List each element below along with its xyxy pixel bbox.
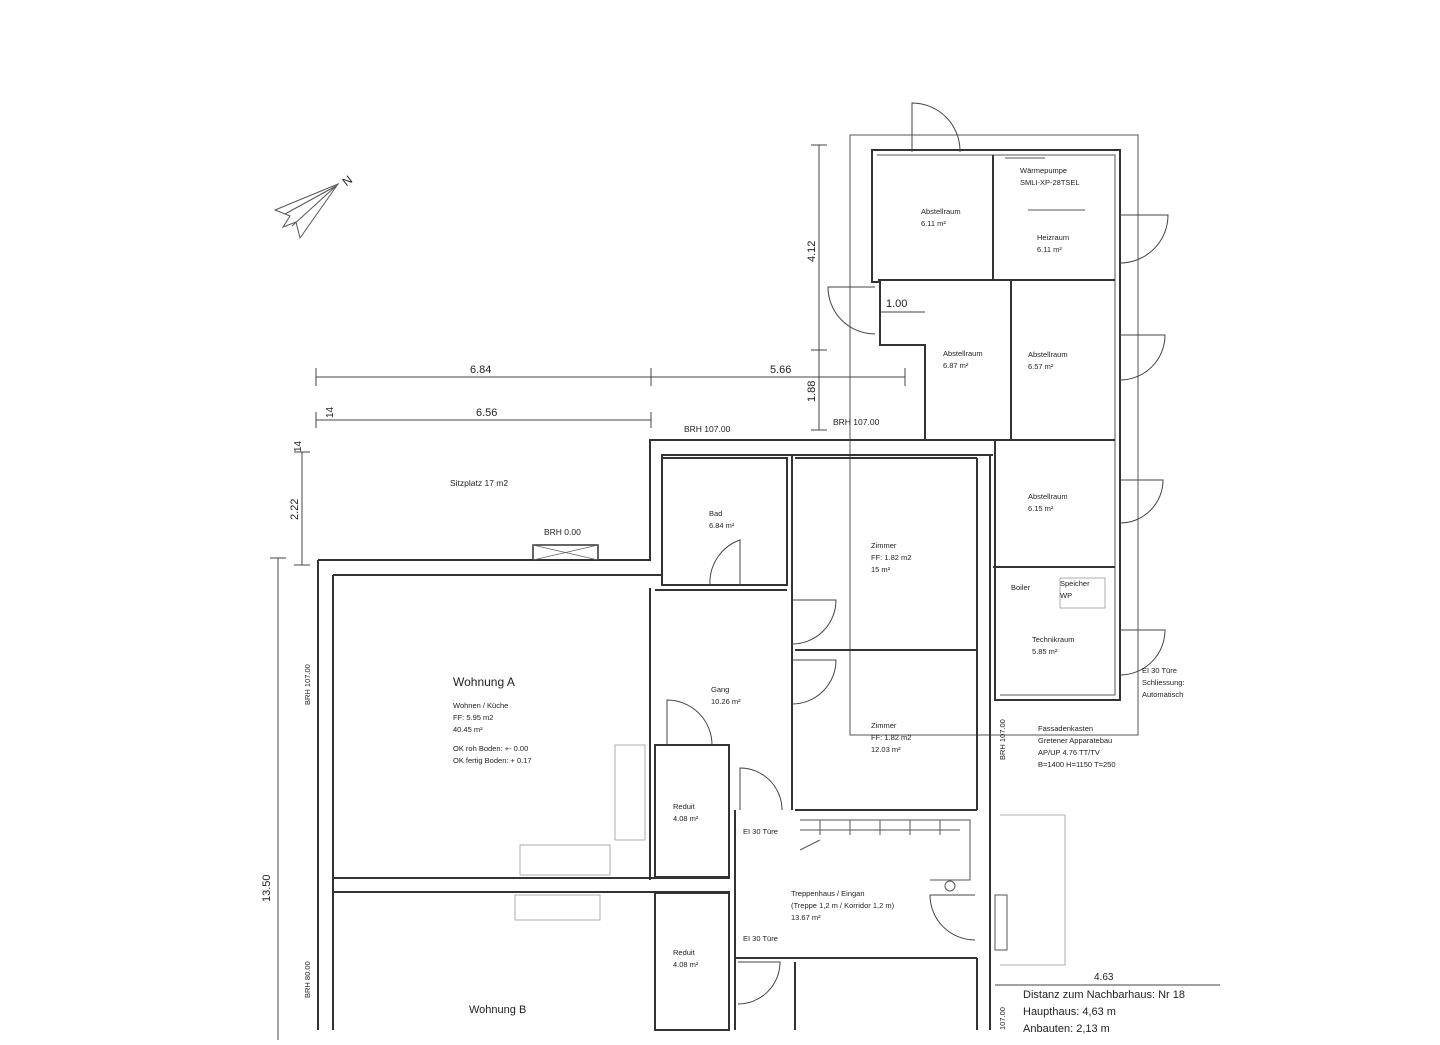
abst4-name: Abstellraum <box>1028 492 1068 501</box>
abst3-area: 6.57 m² <box>1028 362 1054 371</box>
reduit1-area: 4.08 m² <box>673 814 699 823</box>
room-labels: Sitzplatz 17 m2 BRH 107.00 BRH 107.00 BR… <box>303 166 1185 1030</box>
waerme-line1: Wärmepumpe <box>1020 166 1067 175</box>
zimmer2-name: Zimmer <box>871 721 897 730</box>
neighbour-line3: Anbauten: 2,13 m <box>1023 1023 1110 1035</box>
dim-4-12: 4.12 <box>806 241 818 262</box>
abst4-area: 6.15 m² <box>1028 504 1054 513</box>
dim-6-84: 6.84 <box>470 364 491 376</box>
treppe-line1: Treppenhaus / Eingan <box>791 889 865 898</box>
sitzplatz-label: Sitzplatz 17 m2 <box>450 478 508 488</box>
neighbour-line2: Haupthaus: 4,63 m <box>1023 1006 1116 1018</box>
brh-right-b: 107.00 <box>998 1007 1007 1030</box>
dimension-labels: 6.84 5.66 6.56 14 14 2.22 4.12 1.88 1.00… <box>261 241 1114 983</box>
neighbour-note: Distanz zum Nachbarhaus: Nr 18 Haupthaus… <box>1023 989 1185 1035</box>
dim-1-00: 1.00 <box>886 298 907 310</box>
bad-name: Bad <box>709 509 722 518</box>
dim-5-66: 5.66 <box>770 364 791 376</box>
dim-6-56: 6.56 <box>476 407 497 419</box>
waerme-line2: SMLI-XP-28TSEL <box>1020 178 1080 187</box>
reduit1-name: Reduit <box>673 802 696 811</box>
zimmer1-ff: FF: 1.82 m2 <box>871 553 911 562</box>
brh-top-right: BRH 107.00 <box>833 417 880 427</box>
main-walls <box>317 439 1066 1031</box>
abst1-area: 6.11 m² <box>921 219 946 228</box>
boiler-label: Boiler <box>1011 583 1031 592</box>
wohnung-a-line1: Wohnen / Küche <box>453 701 508 710</box>
bad-area: 6.84 m² <box>709 521 735 530</box>
gang-name: Gang <box>711 685 729 694</box>
brh-left-a: BRH 107.00 <box>303 664 312 705</box>
dimension-lines <box>270 144 1220 1040</box>
wohnung-a-line4: OK roh Boden: +- 0.00 <box>453 744 528 753</box>
brh-left-b: BRH 80.00 <box>303 961 312 998</box>
zimmer1-area: 15 m² <box>871 565 891 574</box>
wohnung-a-title: Wohnung A <box>453 675 515 689</box>
ei30-outer-line2: Schliessung: <box>1142 678 1185 687</box>
brh-right-a: BRH 107.00 <box>998 719 1007 760</box>
gang-area: 10.26 m² <box>711 697 741 706</box>
speicher-line1: Speicher <box>1060 579 1090 588</box>
abst2-name: Abstellraum <box>943 349 983 358</box>
neighbour-line1: Distanz zum Nachbarhaus: Nr 18 <box>1023 989 1185 1001</box>
zimmer2-ff: FF: 1.82 m2 <box>871 733 911 742</box>
wohnung-a-line3: 40.45 m² <box>453 725 483 734</box>
dim-13-50: 13.50 <box>261 874 273 902</box>
brh-sitzplatz: BRH 0.00 <box>544 527 581 537</box>
wohnung-b-title: Wohnung B <box>469 1004 526 1016</box>
ei30-outer-line1: EI 30 Türe <box>1142 666 1177 675</box>
heiz-name: Heizraum <box>1037 233 1069 242</box>
dim-4-63: 4.63 <box>1094 972 1114 983</box>
fassade-line4: B=1400 H=1150 T=250 <box>1038 760 1116 769</box>
zimmer2-area: 12.03 m² <box>871 745 901 754</box>
wohnung-a-line5: OK fertig Boden: + 0.17 <box>453 756 532 765</box>
dim-2-22: 2.22 <box>289 499 301 520</box>
ei30-outer-line3: Automatisch <box>1142 690 1183 699</box>
ei30-a: EI 30 Türe <box>743 827 778 836</box>
fassade-line3: AP/UP 4.76 TT/TV <box>1038 748 1100 757</box>
brh-top-left: BRH 107.00 <box>684 424 731 434</box>
fassade-line1: Fassadenkasten <box>1038 724 1093 733</box>
ei30-b: EI 30 Türe <box>743 934 778 943</box>
reduit2-name: Reduit <box>673 948 696 957</box>
dim-14-a: 14 <box>325 406 336 418</box>
dim-14-b: 14 <box>293 440 304 452</box>
annex-walls <box>849 134 1139 736</box>
wohnung-a-line2: FF: 5.95 m2 <box>453 713 493 722</box>
reduit2-area: 4.08 m² <box>673 960 699 969</box>
door-swings <box>666 102 1169 1005</box>
treppe-line2: (Treppe 1,2 m / Korridor 1,2 m) <box>791 901 895 910</box>
abst1-name: Abstellraum <box>921 207 961 216</box>
fassade-line2: Gretener Apparatebau <box>1038 736 1112 745</box>
north-label: N <box>340 173 355 189</box>
north-arrow: N <box>273 173 355 240</box>
abst3-name: Abstellraum <box>1028 350 1068 359</box>
technik-name: Technikraum <box>1032 635 1075 644</box>
dim-1-88: 1.88 <box>806 381 818 402</box>
heiz-area: 6.11 m² <box>1037 245 1062 254</box>
zimmer1-name: Zimmer <box>871 541 897 550</box>
treppe-line3: 13.67 m² <box>791 913 821 922</box>
abst2-area: 6.87 m² <box>943 361 969 370</box>
speicher-line2: WP <box>1060 591 1072 600</box>
technik-area: 5.85 m² <box>1032 647 1058 656</box>
